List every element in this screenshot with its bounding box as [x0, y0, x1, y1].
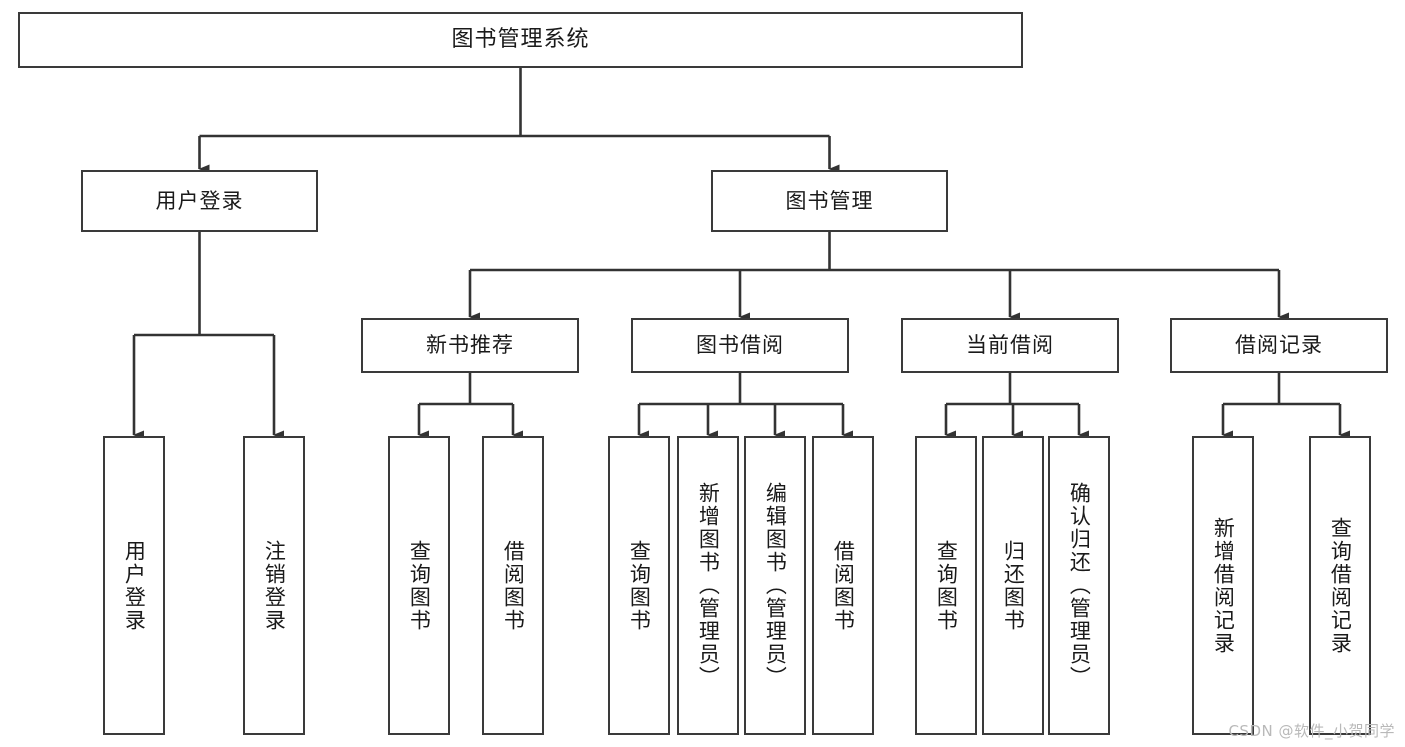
node-bookmgmt[interactable]: 图书管理 — [711, 170, 948, 232]
node-leaf-new-2[interactable]: 借阅图书 — [482, 436, 544, 735]
node-label: 查询借阅记录 — [1328, 516, 1353, 655]
node-newbook[interactable]: 新书推荐 — [361, 318, 579, 373]
node-root[interactable]: 图书管理系统 — [18, 12, 1023, 68]
node-leaf-rec-2[interactable]: 查询借阅记录 — [1309, 436, 1371, 735]
node-leaf-cur-3[interactable]: 确认归还（管理员） — [1048, 436, 1110, 735]
node-label: 查询图书 — [407, 539, 432, 632]
node-label: 借阅图书 — [501, 539, 526, 632]
node-leaf-cur-2[interactable]: 归还图书 — [982, 436, 1044, 735]
node-leaf-borrow-1[interactable]: 查询图书 — [608, 436, 670, 735]
node-label: 新增图书（管理员） — [696, 482, 721, 689]
node-leaf-borrow-3[interactable]: 编辑图书（管理员） — [744, 436, 806, 735]
node-label: 图书管理系统 — [451, 27, 590, 53]
node-leaf-borrow-4[interactable]: 借阅图书 — [812, 436, 874, 735]
node-label: 借阅记录 — [1235, 333, 1323, 358]
node-leaf-login-2[interactable]: 注销登录 — [243, 436, 305, 735]
node-leaf-cur-1[interactable]: 查询图书 — [915, 436, 977, 735]
node-leaf-borrow-2[interactable]: 新增图书（管理员） — [677, 436, 739, 735]
node-label: 查询图书 — [627, 539, 652, 632]
node-label: 新增借阅记录 — [1211, 516, 1236, 655]
node-label: 图书管理 — [785, 188, 874, 213]
node-label: 查询图书 — [934, 539, 959, 632]
node-leaf-login-1[interactable]: 用户登录 — [103, 436, 165, 735]
node-label: 用户登录 — [155, 188, 244, 213]
node-label: 编辑图书（管理员） — [763, 482, 788, 689]
node-label: 用户登录 — [122, 539, 147, 632]
node-borrow[interactable]: 图书借阅 — [631, 318, 849, 373]
node-label: 注销登录 — [262, 539, 287, 632]
node-label: 新书推荐 — [426, 333, 514, 358]
node-label: 当前借阅 — [966, 333, 1054, 358]
node-label: 归还图书 — [1001, 539, 1026, 632]
node-current[interactable]: 当前借阅 — [901, 318, 1119, 373]
node-records[interactable]: 借阅记录 — [1170, 318, 1388, 373]
node-leaf-new-1[interactable]: 查询图书 — [388, 436, 450, 735]
node-label: 图书借阅 — [696, 333, 784, 358]
node-leaf-rec-1[interactable]: 新增借阅记录 — [1192, 436, 1254, 735]
watermark: CSDN @软件_小贺同学 — [1228, 722, 1395, 740]
node-login[interactable]: 用户登录 — [81, 170, 318, 232]
node-label: 确认归还（管理员） — [1067, 482, 1092, 689]
node-label: 借阅图书 — [831, 539, 856, 632]
